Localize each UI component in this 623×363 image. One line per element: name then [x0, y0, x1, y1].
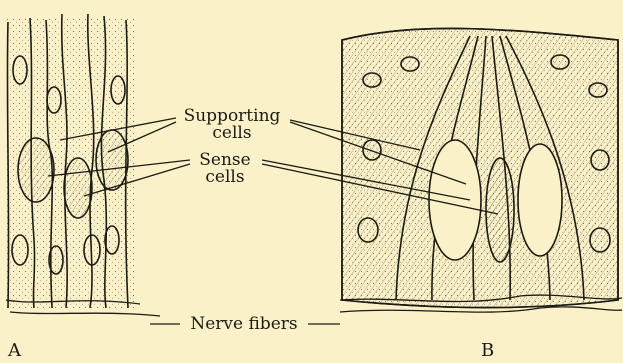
panel-b-drawing	[340, 28, 622, 312]
panel-a-drawing	[6, 14, 160, 316]
supporting-cells-label: Supporting cells	[172, 108, 292, 142]
nerve-fibers-label: Nerve fibers	[180, 316, 308, 333]
sense-label-line2: cells	[186, 169, 264, 186]
panel-b-label: B	[481, 340, 494, 361]
supporting-label-line2: cells	[172, 125, 292, 142]
panel-a-label: A	[8, 340, 21, 361]
sense-cells-label: Sense cells	[186, 152, 264, 186]
